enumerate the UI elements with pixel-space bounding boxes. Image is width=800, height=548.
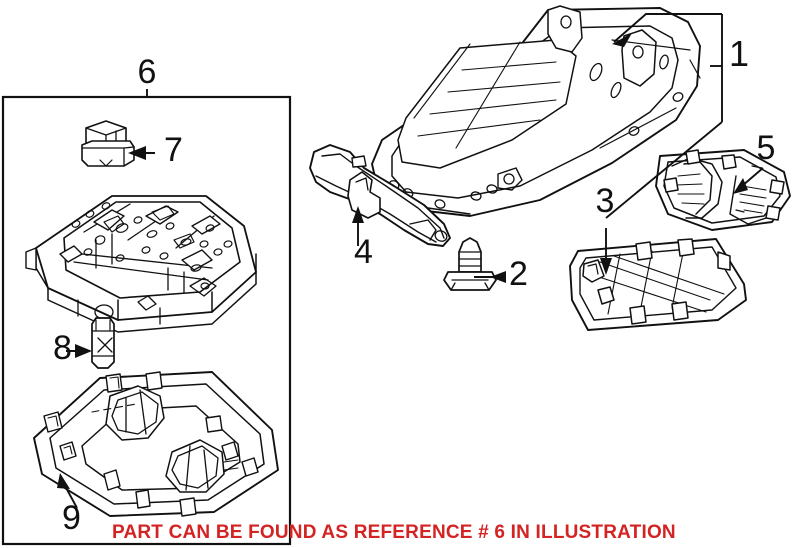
leader-2 bbox=[474, 271, 506, 283]
part-lamp-lens-bezel bbox=[33, 371, 279, 517]
callout-label-5: 5 bbox=[757, 129, 776, 167]
part-flanged-screw bbox=[443, 237, 497, 291]
leader-3 bbox=[600, 121, 723, 275]
part-bulb bbox=[91, 317, 115, 369]
callout-label-1: 1 bbox=[729, 33, 749, 74]
leader-5 bbox=[733, 167, 764, 194]
callout-label-3: 3 bbox=[596, 182, 615, 220]
part-grid-panel bbox=[569, 238, 747, 331]
callout-label-9: 9 bbox=[62, 499, 81, 537]
callout-label-7: 7 bbox=[164, 131, 183, 169]
callout-label-8: 8 bbox=[53, 329, 72, 367]
part-switch-connector bbox=[81, 120, 135, 167]
callout-label-4: 4 bbox=[354, 233, 373, 271]
part-overhead-console-housing bbox=[371, 5, 701, 217]
leader-1 bbox=[612, 13, 723, 122]
part-front-trim-bezel bbox=[309, 144, 451, 247]
leader-8 bbox=[66, 344, 92, 358]
part-curved-cover bbox=[655, 149, 791, 231]
reference-note: PART CAN BE FOUND AS REFERENCE # 6 IN IL… bbox=[112, 522, 676, 543]
callout-label-6: 6 bbox=[138, 53, 157, 91]
leader-7 bbox=[128, 146, 155, 160]
callout-label-2: 2 bbox=[509, 255, 528, 293]
leader-9 bbox=[57, 473, 78, 509]
part-lamp-assembly bbox=[25, 195, 257, 333]
leader-4 bbox=[352, 206, 364, 246]
